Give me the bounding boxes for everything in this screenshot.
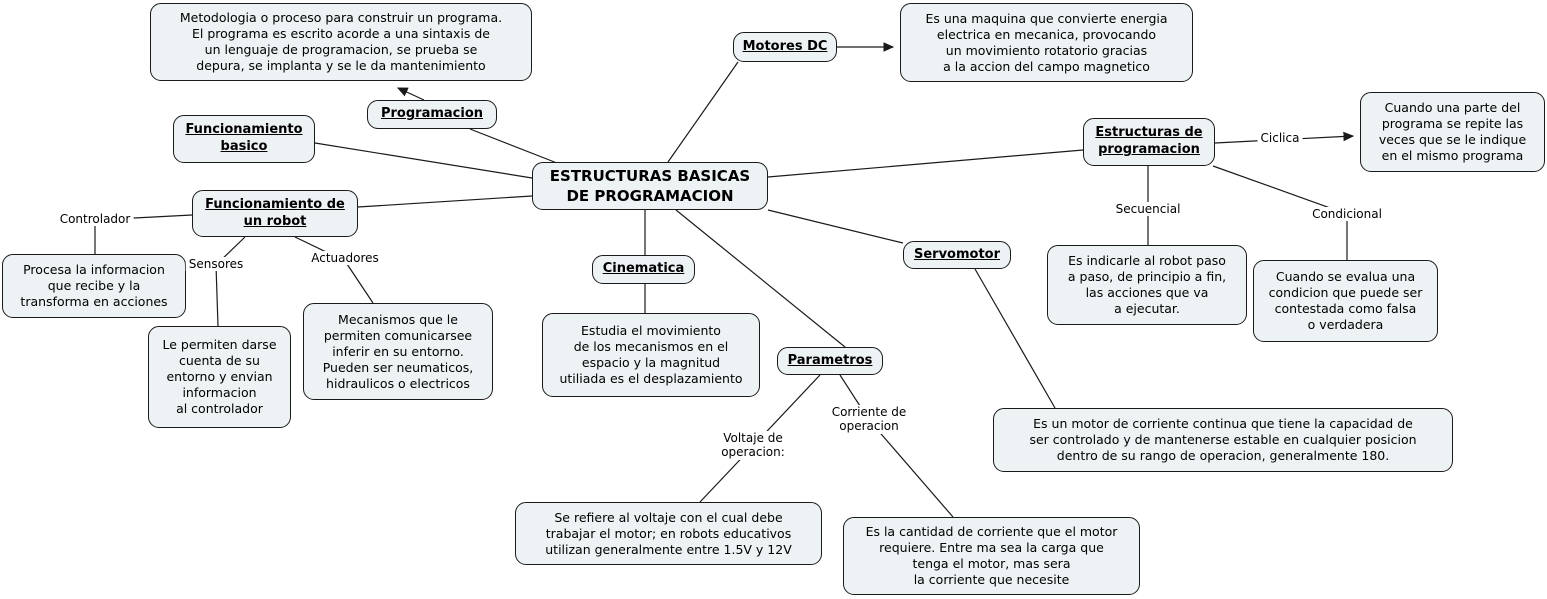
- description-actuadores[interactable]: Mecanismos que le permiten comunicarsee …: [303, 303, 493, 400]
- concept-funcionamiento-robot[interactable]: Funcionamiento de un robot: [192, 190, 358, 237]
- link-label-ciclica[interactable]: Ciclica: [1257, 131, 1303, 146]
- concept-motores-dc[interactable]: Motores DC: [733, 32, 837, 62]
- concept-programacion[interactable]: Programacion: [367, 100, 497, 129]
- edge-funcionamiento-robot-center: [357, 195, 533, 208]
- description-voltaje[interactable]: Se refiere al voltaje con el cual debe t…: [515, 502, 822, 565]
- edge-robot-actuadores: [294, 236, 374, 304]
- link-label-corriente[interactable]: Corriente de operacion: [828, 405, 910, 434]
- edge-center-estructuras: [767, 149, 1084, 178]
- edge-parametros-corriente: [839, 374, 954, 518]
- description-sensores[interactable]: Le permiten darse cuenta de su entorno y…: [148, 326, 291, 428]
- link-label-sensores[interactable]: Sensores: [185, 257, 247, 272]
- description-controlador[interactable]: Procesa la informacion que recibe y la t…: [2, 254, 186, 318]
- concept-servomotor[interactable]: Servomotor: [903, 241, 1011, 269]
- description-servomotor[interactable]: Es un motor de corriente continua que ti…: [993, 408, 1453, 472]
- concept-cinematica[interactable]: Cinematica: [592, 255, 695, 284]
- concept-estructuras-programacion[interactable]: Estructuras de programacion: [1083, 118, 1215, 166]
- link-label-controlador[interactable]: Controlador: [56, 212, 134, 227]
- edge-center-parametros: [675, 209, 846, 348]
- description-cinematica[interactable]: Estudia el movimiento de los mecanismos …: [542, 313, 760, 397]
- link-label-condicional[interactable]: Condicional: [1309, 207, 1385, 222]
- edge-center-motores-dc: [667, 61, 739, 163]
- edge-programacion-metodologia-arrow: [396, 87, 425, 101]
- link-label-actuadores[interactable]: Actuadores: [308, 251, 382, 266]
- edge-programacion-center: [469, 128, 558, 164]
- description-condicional[interactable]: Cuando se evalua una condicion que puede…: [1253, 260, 1438, 342]
- edge-center-servomotor: [767, 209, 904, 244]
- description-ciclica[interactable]: Cuando una parte del programa se repite …: [1360, 92, 1545, 172]
- description-metodologia[interactable]: Metodologia o proceso para construir un …: [150, 3, 532, 81]
- concept-parametros[interactable]: Parametros: [777, 347, 883, 375]
- description-corriente[interactable]: Es la cantidad de corriente que el motor…: [843, 517, 1140, 595]
- concept-funcionamiento-basico[interactable]: Funcionamiento basico: [173, 115, 315, 163]
- description-secuencial[interactable]: Es indicarle al robot paso a paso, de pr…: [1047, 245, 1247, 325]
- concept-center-title[interactable]: ESTRUCTURAS BASICAS DE PROGRAMACION: [532, 162, 768, 210]
- link-label-voltaje[interactable]: Voltaje de operacion:: [718, 431, 788, 460]
- edge-robot-sensores: [215, 236, 246, 327]
- description-maquina[interactable]: Es una maquina que convierte energia ele…: [900, 3, 1193, 82]
- link-label-secuencial[interactable]: Secuencial: [1112, 202, 1184, 217]
- edge-servomotor-description: [974, 268, 1056, 409]
- edge-funcionamiento-basico-center: [314, 142, 533, 179]
